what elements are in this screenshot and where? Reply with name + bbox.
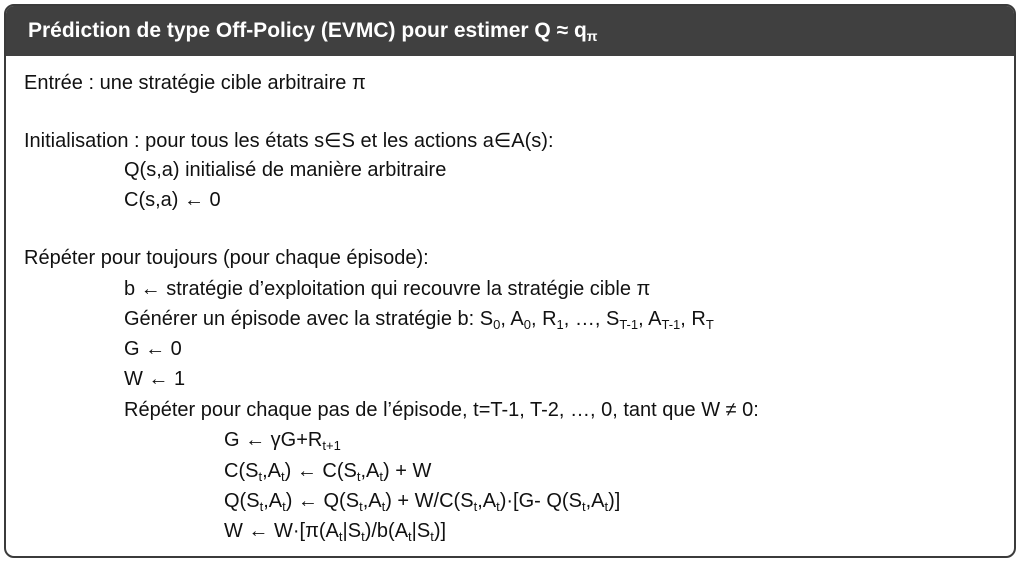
w-init-line: W ← 1	[124, 368, 186, 390]
algorithm-box: Prédiction de type Off-Policy (EVMC) pou…	[4, 4, 1016, 558]
init-header-line: Initialisation : pour tous les états s∈S…	[24, 130, 554, 152]
input-line: Entrée : une stratégie cible arbitraire …	[24, 72, 366, 94]
g-update-line: G ← γG+Rt+1	[224, 429, 341, 453]
step-header-line: Répéter pour chaque pas de l’épisode, t=…	[124, 399, 759, 421]
w-update-line: W ← W·[π(At|St)/b(At|St)]	[224, 520, 447, 544]
generate-episode-line: Générer un épisode avec la stratégie b: …	[124, 308, 714, 332]
init-c-line: C(s,a) ← 0	[124, 189, 221, 211]
title-subscript: π	[586, 28, 598, 44]
algorithm-title: Prédiction de type Off-Policy (EVMC) pou…	[6, 6, 1014, 56]
title-text: Prédiction de type Off-Policy (EVMC) pou…	[28, 19, 587, 42]
b-assign-line: b ← stratégie d’exploitation qui recouvr…	[124, 278, 651, 300]
q-update-line: Q(St,At) ← Q(St,At) + W/C(St,At)·[G- Q(S…	[224, 490, 621, 514]
init-q-line: Q(s,a) initialisé de manière arbitraire	[124, 159, 447, 181]
g-init-line: G ← 0	[124, 338, 182, 360]
c-update-line: C(St,At) ← C(St,At) + W	[224, 460, 432, 484]
repeat-header-line: Répéter pour toujours (pour chaque épiso…	[24, 247, 429, 269]
